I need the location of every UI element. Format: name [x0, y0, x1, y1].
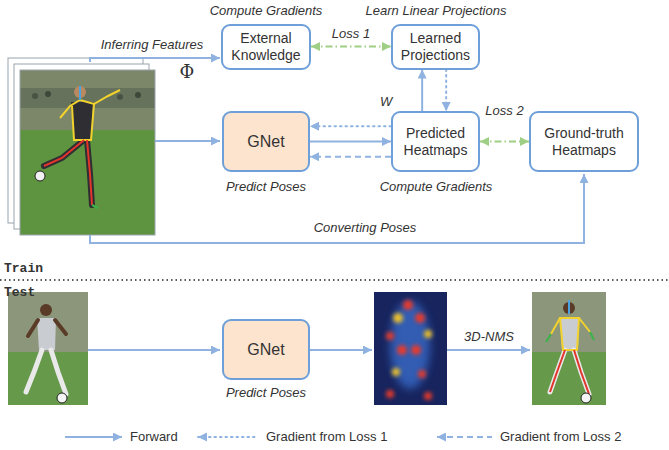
process-box: Predicted Heatmaps — [391, 111, 480, 172]
step-note: Φ — [180, 62, 195, 82]
step-note: Learn Linear Projections — [366, 3, 507, 19]
section-label: Train — [4, 261, 43, 277]
section-label: Test — [4, 285, 35, 301]
box-label: External Knowledge — [229, 30, 303, 64]
box-label: Predicted Heatmaps — [399, 125, 472, 159]
legend-text: Forward — [130, 429, 178, 445]
convert-arrow — [90, 174, 584, 243]
box-label: Ground-truth Heatmaps — [537, 125, 631, 159]
connector — [311, 46, 391, 48]
step-note: Compute Gradients — [380, 179, 493, 195]
connector — [310, 125, 391, 127]
box-label: GNet — [247, 132, 284, 151]
output-photo — [532, 292, 606, 405]
connector — [421, 70, 423, 112]
step-note: Predict Poses — [226, 179, 306, 195]
step-note: 3D-NMS — [464, 329, 514, 345]
step-note: Converting Poses — [314, 220, 417, 236]
box-label: GNet — [247, 340, 284, 359]
box-label: Learned Projections — [399, 30, 472, 64]
train-image-stack — [8, 58, 155, 235]
process-box: Ground-truth Heatmaps — [529, 111, 639, 172]
separator-line — [0, 279, 669, 281]
legend-dotted-line — [198, 436, 258, 438]
nms-arrow — [447, 349, 530, 351]
legend-text: Gradient from Loss 2 — [500, 429, 621, 445]
step-note: Predict Poses — [226, 385, 306, 401]
legend-text: Gradient from Loss 1 — [266, 429, 387, 445]
test-input-arrow — [88, 349, 220, 351]
test-input-photo — [8, 292, 88, 405]
step-note: Compute Gradients — [210, 3, 323, 19]
connector — [310, 156, 391, 158]
input-arrow — [155, 140, 220, 142]
infer-arrow — [90, 58, 220, 62]
process-box: GNet — [222, 319, 310, 380]
legend-forward-line — [65, 436, 122, 438]
legend-dashed-line — [437, 436, 492, 438]
connector — [480, 141, 529, 143]
edge-label: Loss 2 — [483, 103, 525, 119]
edge-label: Loss 1 — [330, 26, 372, 42]
connector — [310, 141, 391, 143]
process-box: External Knowledge — [221, 24, 311, 70]
heatmap-image — [374, 292, 447, 405]
edge-label: W — [378, 94, 394, 110]
connector — [445, 70, 447, 112]
test-heatmap-arrow — [310, 349, 372, 351]
process-box: GNet — [222, 111, 310, 172]
step-note: Inferring Features — [101, 37, 204, 53]
process-box: Learned Projections — [391, 24, 480, 70]
